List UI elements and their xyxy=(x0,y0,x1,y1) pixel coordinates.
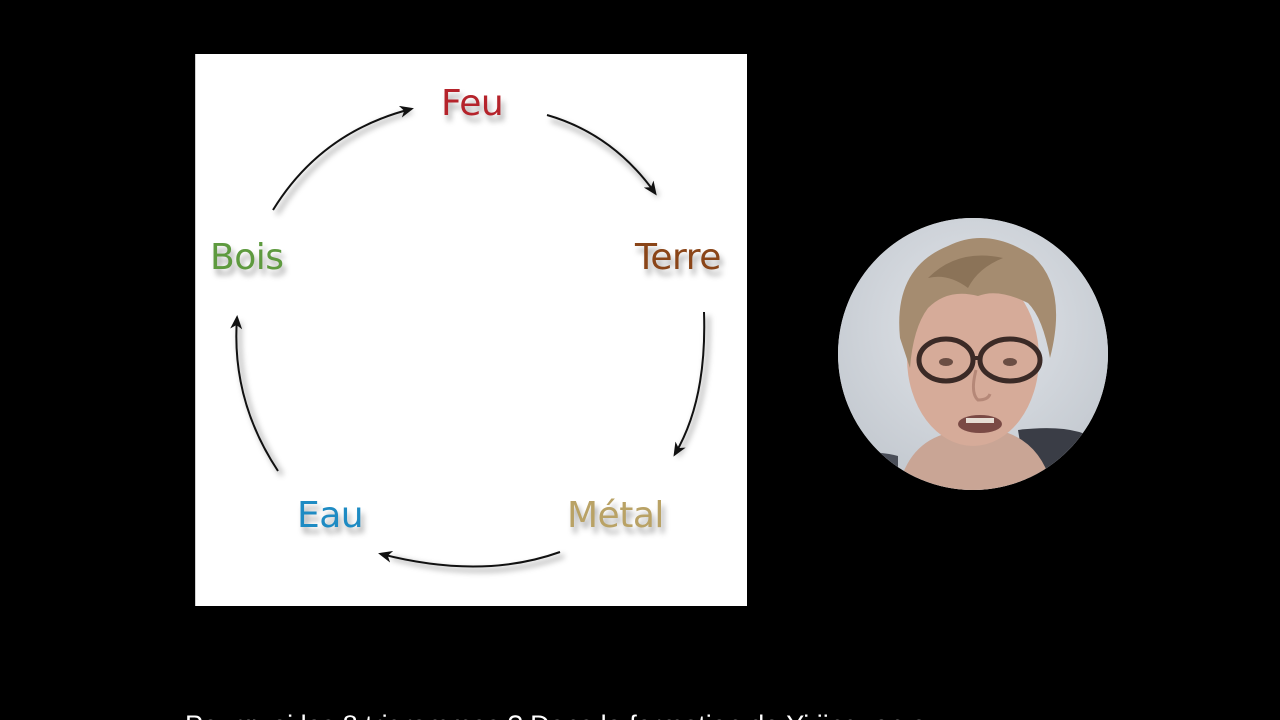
subtitle-caption: Pourquoi les 8 trigrammes ? Dans la form… xyxy=(185,645,1085,720)
speaker-webcam-avatar xyxy=(838,218,1108,490)
label-terre: Terre xyxy=(635,237,721,278)
five-elements-diagram: Feu Terre Métal Eau Bois xyxy=(195,54,747,606)
arrow-feu-terre xyxy=(546,114,657,196)
label-feu: Feu xyxy=(441,83,504,124)
label-metal: Métal xyxy=(567,495,664,536)
label-eau: Eau xyxy=(297,495,364,536)
arrow-metal-eau xyxy=(378,550,561,568)
arrow-bois-feu xyxy=(272,105,414,211)
arrow-terre-metal xyxy=(673,311,706,457)
speaker-portrait-icon xyxy=(838,218,1108,490)
cycle-arrows xyxy=(230,105,711,573)
caption-line-1: Pourquoi les 8 trigrammes ? Dans la form… xyxy=(185,709,1085,720)
label-bois: Bois xyxy=(210,237,284,278)
arrow-eau-bois xyxy=(230,315,279,472)
